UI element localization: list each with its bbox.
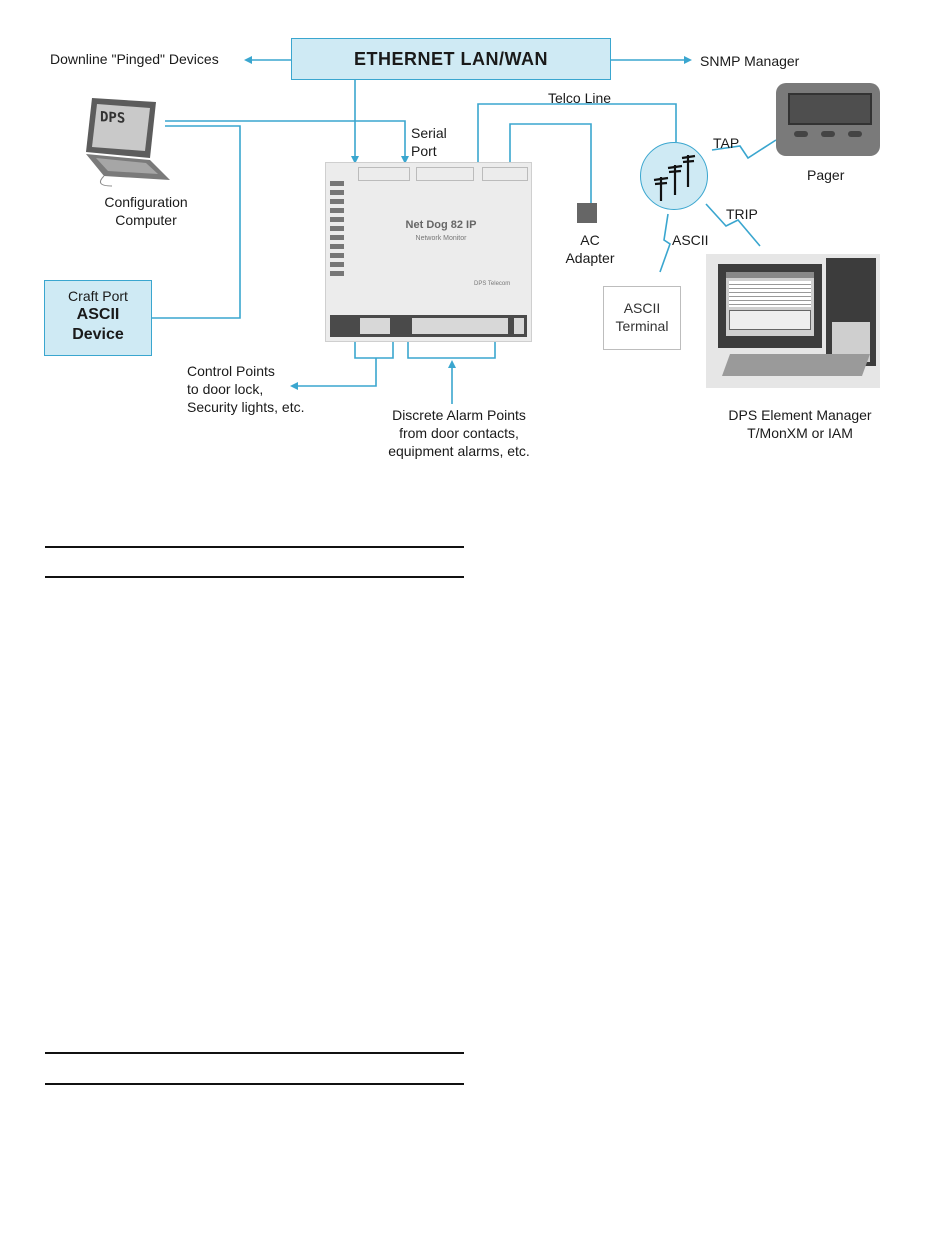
device-port	[482, 167, 528, 181]
ac-adapter-label: AC Adapter	[565, 232, 615, 266]
element-manager-label: DPS Element Manager T/MonXM or IAM	[728, 407, 872, 441]
ethernet-lan-wan-box: ETHERNET LAN/WAN	[291, 38, 611, 80]
line-ac	[509, 123, 592, 203]
telco-label: Telco Line	[548, 90, 612, 106]
tower	[826, 258, 876, 366]
ascii-label: ASCII	[672, 232, 709, 248]
ascii-terminal-box: ASCII Terminal	[603, 286, 681, 350]
monitor	[718, 264, 822, 348]
led-column	[330, 181, 344, 276]
bolt-tap	[711, 139, 777, 160]
divider-rule	[45, 546, 464, 548]
bolt-trip	[705, 203, 761, 247]
device-subtitle: Network Monitor	[415, 235, 467, 242]
trip-label: TRIP	[726, 206, 758, 222]
line-control-bracket	[354, 342, 394, 359]
tap-label: TAP	[713, 135, 740, 151]
config-computer-label: Configuration Computer	[104, 194, 188, 228]
terminal-strip	[330, 315, 527, 337]
bolt-ascii	[659, 213, 671, 273]
craft-port-ascii-device-box: Craft Port ASCII Device	[44, 280, 152, 356]
line-laptop-craft	[152, 125, 241, 319]
line-alarm-bracket	[407, 342, 496, 359]
snmp-label: SNMP Manager	[700, 53, 800, 69]
ac-adapter-icon	[577, 203, 597, 223]
net-dog-device: Net Dog 82 IP Network Monitor DPS Teleco…	[325, 162, 532, 342]
discrete-alarm-label: Discrete Alarm Points from door contacts…	[388, 407, 530, 459]
keyboard	[721, 354, 871, 376]
arrow-control	[290, 358, 377, 390]
line-telco	[477, 103, 677, 162]
ethernet-label: ETHERNET LAN/WAN	[354, 48, 548, 69]
device-name: Net Dog 82 IP	[405, 219, 477, 231]
device-port	[416, 167, 474, 181]
element-manager-computer	[706, 254, 880, 388]
laptop-screen-text: DPS	[100, 109, 126, 127]
laptop-icon: DPS	[84, 96, 172, 188]
pager-label: Pager	[807, 167, 845, 183]
pager-icon	[776, 83, 880, 156]
divider-rule	[45, 1083, 464, 1085]
line-laptop-serial	[165, 120, 409, 164]
device-port	[358, 167, 410, 181]
device-brand: DPS Telecom	[474, 281, 511, 287]
downline-label: Downline "Pinged" Devices	[50, 51, 219, 67]
telephone-pole-icon	[653, 154, 696, 201]
telco-network-circle	[640, 142, 708, 210]
divider-rule	[45, 1052, 464, 1054]
serial-port-label: Serial Port	[411, 125, 447, 159]
divider-rule	[45, 576, 464, 578]
control-points-label: Control Points to door lock, Security li…	[187, 363, 305, 415]
